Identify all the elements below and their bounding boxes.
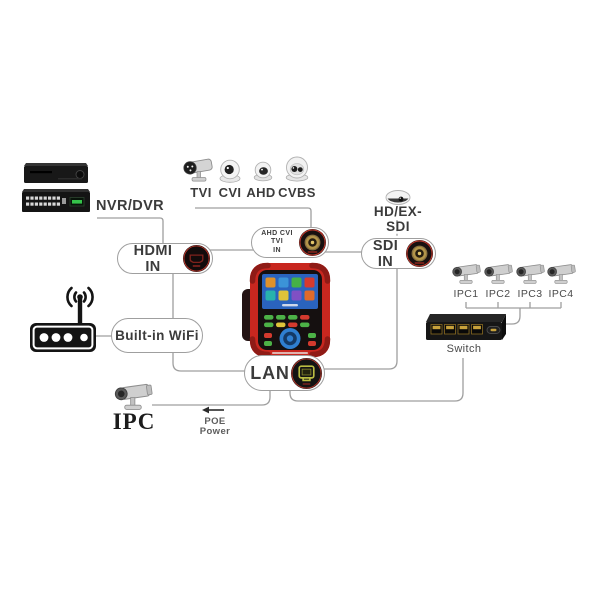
sdi-in-node: SDI IN <box>361 237 436 270</box>
bullet-camera-icon-ipc1 <box>450 262 482 287</box>
hd-ex-sdi-label: HD/EX-SDI <box>373 204 423 234</box>
built-in-wifi-label: Built-in WiFi <box>115 328 199 343</box>
ipc3-label: IPC3 <box>517 288 543 300</box>
camera-label-tvi: TVI <box>190 185 212 200</box>
ipc-label: IPC <box>112 409 156 434</box>
sdi-in-label: SDI IN <box>372 237 399 270</box>
line-sdi-to-lan-rail <box>318 266 398 370</box>
poe-power-label: POE Power <box>199 416 231 438</box>
line-lan-to-switch <box>289 358 464 402</box>
line-ipcbus-to-switch <box>503 308 521 325</box>
hdmi-in-label: HDMI IN <box>133 242 173 275</box>
ahd-cvi-tvi-in-node: AHD CVI TVI IN <box>251 227 329 258</box>
bullet-camera-icon-tvi <box>180 157 216 185</box>
ipc-ticks <box>465 302 562 308</box>
dome-camera-icon-cvi <box>217 159 243 183</box>
nvr-dvr-label: NVR/DVR <box>96 198 165 214</box>
left-arrow-icon <box>202 406 224 414</box>
hdmi-port-icon <box>182 244 211 273</box>
dome-camera-icon-cvbs <box>282 156 312 182</box>
switch-icon <box>426 314 506 340</box>
line-nvr-to-hdmi <box>97 217 164 246</box>
bullet-camera-icon-ipc2 <box>482 262 514 287</box>
ipc2-label: IPC2 <box>485 288 511 300</box>
camera-label-ahd: AHD <box>246 185 276 200</box>
line-hdmi-to-lan-rail <box>172 272 250 372</box>
line-cameras-to-ahd-node <box>195 207 312 232</box>
built-in-wifi-node: Built-in WiFi <box>111 318 203 353</box>
lan-label: LAN <box>250 362 290 383</box>
rj45-port-icon <box>290 357 323 390</box>
ipc4-label: IPC4 <box>548 288 574 300</box>
dome-camera-icon-ahd <box>250 161 276 183</box>
cctv-tester-icon <box>242 262 331 358</box>
bnc-connector-icon <box>298 228 327 257</box>
hdmi-in-node: HDMI IN <box>117 242 213 275</box>
camera-label-cvi: CVI <box>218 185 242 200</box>
bnc-connector-icon <box>405 239 434 268</box>
lan-node: LAN <box>244 355 325 391</box>
bullet-camera-icon-ipc4 <box>545 262 577 287</box>
camera-label-cvbs: CVBS <box>278 185 316 200</box>
switch-label: Switch <box>446 343 482 355</box>
nvr-dvr-icon <box>22 163 90 212</box>
ipc1-label: IPC1 <box>453 288 479 300</box>
bullet-camera-icon-ipc3 <box>514 262 546 287</box>
wifi-router-icon <box>30 286 96 352</box>
line-lan-to-ipc <box>152 388 271 406</box>
ahd-cvi-tvi-in-label: AHD CVI TVI IN <box>261 229 293 254</box>
